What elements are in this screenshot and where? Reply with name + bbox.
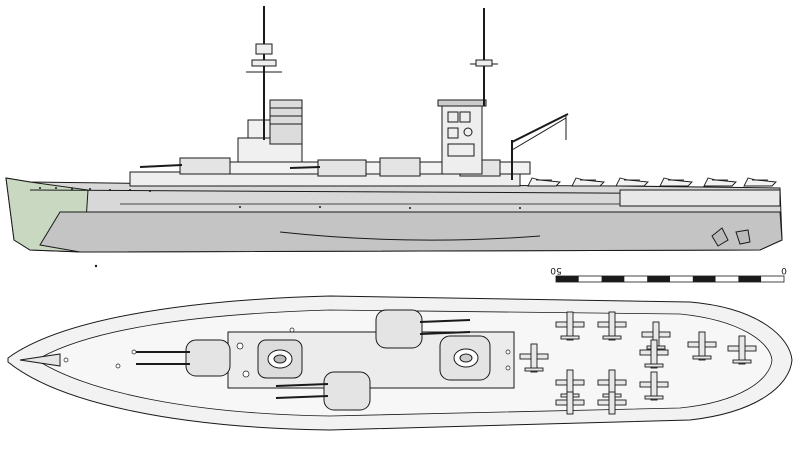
scale-bar-segment xyxy=(670,276,693,282)
side-aircraft-4 xyxy=(659,177,693,187)
hull-lower-band xyxy=(39,211,783,253)
plan-aircraft-5 xyxy=(727,335,757,365)
plan-aircraft-10 xyxy=(639,339,669,369)
forward-mast xyxy=(246,6,282,140)
plan-deck-fittings xyxy=(63,327,511,378)
scale-bar-segment xyxy=(601,276,625,282)
side-turret-1 xyxy=(139,157,231,175)
plan-turret-2 xyxy=(275,371,371,411)
scale-bar: 50 0 xyxy=(550,265,787,283)
side-aircraft-3 xyxy=(615,177,649,187)
bulge-line xyxy=(279,231,541,241)
scale-bar-segment xyxy=(647,276,670,282)
scale-bar-segment xyxy=(556,276,579,282)
plan-turret-4 xyxy=(439,335,491,381)
scale-label-0: 0 xyxy=(781,265,787,275)
hangar-deck xyxy=(619,189,781,207)
plan-turret-3 xyxy=(375,309,471,349)
side-elevation xyxy=(5,6,783,253)
scale-bar-segment xyxy=(624,276,648,282)
plan-turret-1 xyxy=(136,339,231,377)
plan-view xyxy=(7,295,793,431)
side-turret-2 xyxy=(289,159,367,177)
side-aircraft-2 xyxy=(571,177,605,187)
plan-aircraft xyxy=(519,311,757,415)
stern-props xyxy=(711,227,751,247)
scale-bar-segment xyxy=(738,276,762,282)
aft-funnel xyxy=(437,99,487,175)
scale-bar-segment xyxy=(692,276,716,282)
plan-aircraft-2 xyxy=(597,311,627,341)
side-aircraft-5 xyxy=(703,177,737,187)
side-aircraft-6 xyxy=(743,177,777,187)
side-turret-3 xyxy=(379,157,421,177)
side-aircraft xyxy=(527,177,777,187)
scale-bar-segment xyxy=(578,276,602,282)
plan-aircraft-12 xyxy=(597,391,627,415)
plan-aircraft-9 xyxy=(639,371,669,401)
plan-aircraft-6 xyxy=(519,343,549,373)
scale-bar-segment xyxy=(715,276,739,282)
stray-mark xyxy=(94,264,98,268)
side-aircraft-1 xyxy=(527,177,561,187)
plan-aircraft-1 xyxy=(555,311,585,341)
scale-bar-segment xyxy=(761,276,784,282)
scale-bar-segments xyxy=(556,276,784,282)
plan-aircraft-4 xyxy=(687,331,717,361)
plan-aircraft-11 xyxy=(555,391,585,415)
aft-mast xyxy=(470,8,498,106)
scale-label-50: 50 xyxy=(550,265,562,275)
plan-funnel xyxy=(257,339,303,379)
aircraft-crane xyxy=(511,113,569,180)
forward-bridge xyxy=(237,99,303,163)
